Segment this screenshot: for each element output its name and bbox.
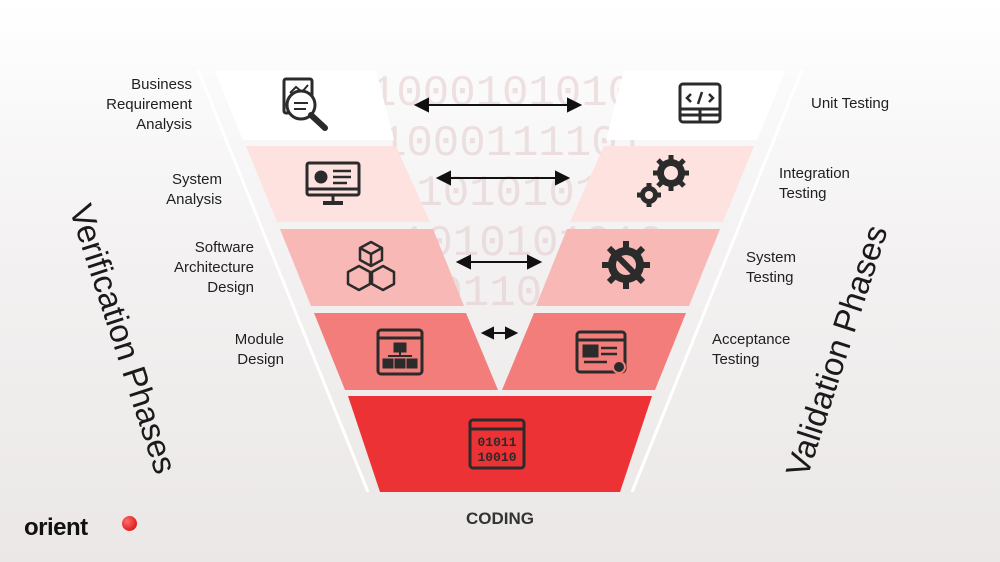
gear-wrench-icon <box>602 241 650 289</box>
coding-band <box>348 396 652 492</box>
binary-window-icon: 01011 10010 <box>468 418 526 470</box>
verification-band-3 <box>280 229 464 306</box>
monitor-gear-icon <box>305 161 361 205</box>
arrow-level-2 <box>435 170 571 186</box>
arrow-level-1 <box>413 97 583 113</box>
phase-label-system-testing: System Testing <box>746 249 797 286</box>
orient-logo: orient <box>24 514 88 541</box>
binary-line-1: 01011 <box>477 435 516 450</box>
phase-label-business-requirement-analysis: Business Requirement Analysis <box>106 76 192 133</box>
window-flowchart-icon <box>376 328 424 376</box>
v-outline-left <box>196 69 370 493</box>
phase-label-system-analysis: System Analysis <box>166 171 222 208</box>
phase-label-integration-testing: Integration Testing <box>779 165 850 202</box>
phase-label-software-architecture-design: Software Architecture Design <box>173 239 254 296</box>
coding-label: CODING <box>466 509 534 528</box>
v-outline-right <box>630 69 804 493</box>
window-gear-icon <box>575 330 627 374</box>
cubes-icon <box>346 240 396 292</box>
phase-label-unit-testing: Unit Testing <box>811 95 890 112</box>
document-magnifier-icon <box>282 77 328 131</box>
phase-label-module-design: Module Design <box>234 331 284 368</box>
code-window-icon <box>678 82 722 124</box>
gears-icon <box>637 155 689 207</box>
arrow-level-4 <box>480 326 519 340</box>
logo-dot-icon <box>122 516 137 531</box>
binary-line-2: 10010 <box>477 450 516 465</box>
svg-text:1000101010: 1000101010 <box>370 69 634 119</box>
arrow-level-3 <box>455 254 543 270</box>
validation-band-1 <box>606 70 786 140</box>
phase-label-acceptance-testing: Acceptance Testing <box>712 331 791 368</box>
